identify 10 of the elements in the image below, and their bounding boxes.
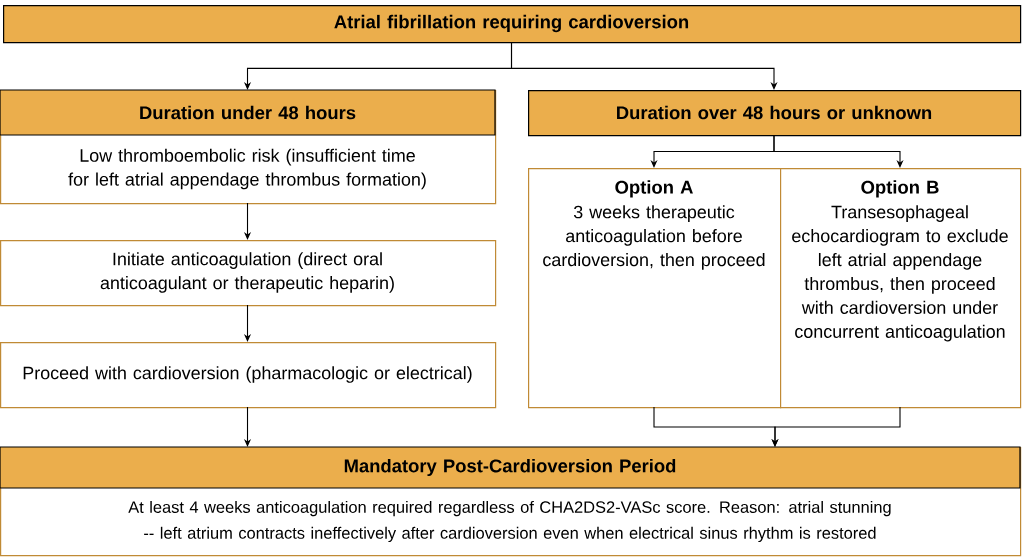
- flow-box: Duration over 48 hours or unknown: [528, 90, 1022, 137]
- flow-box: Duration under 48 hours Low thromboembolic risk (insufficient time for left atrial appendage thrombus formation): [0, 89, 497, 205]
- arrow: [510, 41, 778, 90]
- arrow: [773, 134, 904, 168]
- flow-box: Proceed with cardioversion (pharmacologic or electrical): [0, 342, 497, 409]
- title-box: Atrial fibrillation requiring cardioversion: [3, 5, 1022, 44]
- flow-box: Initiate anticoagulation (direct oral anticoagulant or therapeutic heparin): [0, 240, 497, 307]
- option-box: Option A 3 weeks therapeutic anticoagulation before cardioversion, then proceed: [528, 168, 782, 409]
- summary-box: Mandatory Post-Cardioversion Period At least 4 weeks anticoagulation required regardless of CHA2DS2-VASc score. Reason: atrial stunning -- left atrium contracts ineffectively after cardioversion even when electrical sinus rhythm is restored: [0, 446, 1022, 557]
- option-box: Option B Transesophageal echocardiogram to exclude left atrial appendage thrombus, then proceed with cardioversion under concurrent anticoagulation: [780, 168, 1022, 409]
